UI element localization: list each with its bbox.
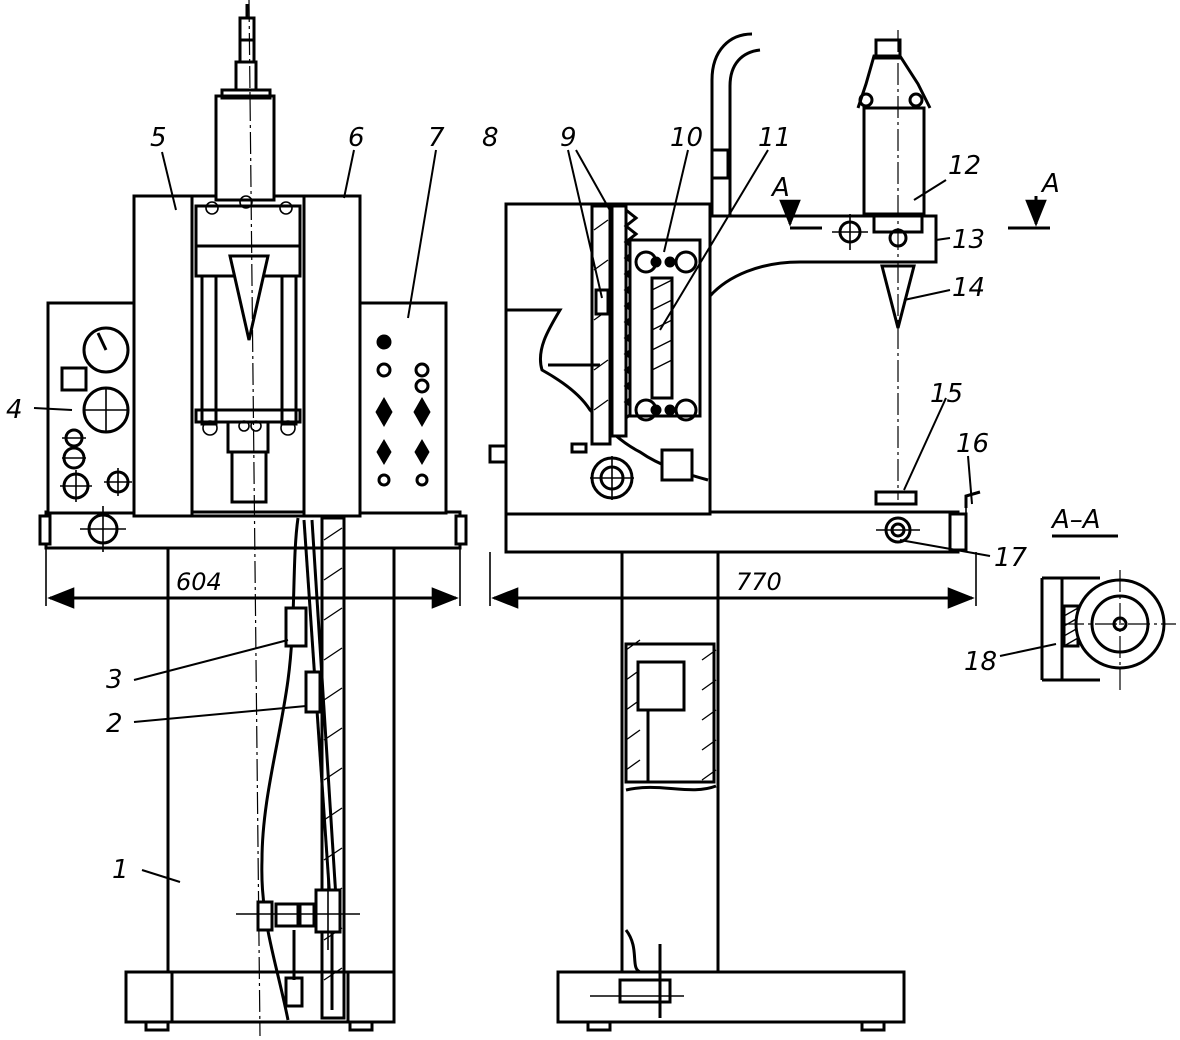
side-view <box>488 30 1050 1032</box>
callout-15: 15 <box>930 379 963 409</box>
callout-leaders <box>33 149 1057 883</box>
callout-17: 17 <box>994 543 1028 573</box>
dimension-front-width: 604 <box>176 568 222 596</box>
callout-6: 6 <box>348 123 365 153</box>
side-foot <box>556 970 906 1024</box>
front-base-plate <box>44 510 462 550</box>
dimension-lines <box>45 548 977 609</box>
pressure-gauge-icon <box>82 326 130 374</box>
callout-3: 3 <box>106 665 123 695</box>
section-marker-left: A <box>770 173 790 203</box>
panel-buttons <box>375 334 431 487</box>
side-cylinder <box>862 106 926 216</box>
housing-right <box>302 194 362 518</box>
side-arm <box>708 214 938 300</box>
callout-7: 7 <box>428 123 445 153</box>
callout-5: 5 <box>150 123 167 153</box>
callout-8: 8 <box>482 123 499 153</box>
section-marker-right: A <box>1040 169 1060 199</box>
callout-1: 1 <box>112 855 129 885</box>
dimension-side-length: 770 <box>736 568 782 596</box>
front-cylinder <box>214 94 276 202</box>
callout-labels: 1 2 3 4 5 6 7 8 9 10 11 12 13 14 15 16 1… <box>6 123 1028 885</box>
callout-12: 12 <box>948 151 981 181</box>
callout-10: 10 <box>670 123 703 153</box>
callout-2: 2 <box>106 709 123 739</box>
section-view-label: A–A <box>1050 505 1101 535</box>
control-panel-right <box>358 301 448 515</box>
callout-11: 11 <box>758 123 791 153</box>
front-view <box>38 0 468 1037</box>
callout-4: 4 <box>6 395 23 425</box>
callout-9: 9 <box>560 123 577 153</box>
housing-left <box>132 194 194 518</box>
callout-16: 16 <box>956 429 989 459</box>
callout-14: 14 <box>952 273 985 303</box>
callout-18: 18 <box>964 647 997 677</box>
side-base-plate <box>504 510 960 554</box>
section-view <box>1040 570 1176 690</box>
callout-13: 13 <box>952 225 985 255</box>
